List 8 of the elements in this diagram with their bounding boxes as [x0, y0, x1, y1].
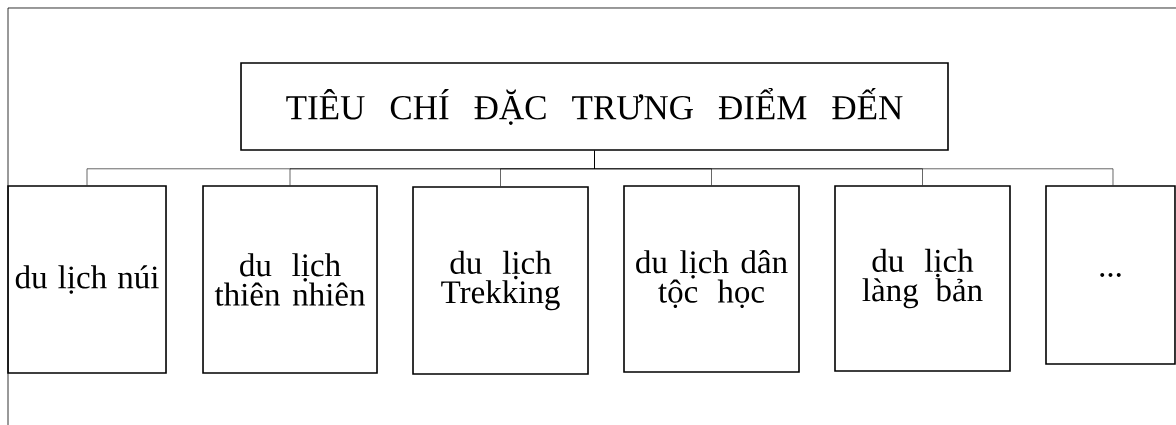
category-box: ... [1045, 185, 1176, 365]
category-box: du lịch dân tộc học [623, 185, 800, 373]
title-box: TIÊU CHÍ ĐẶC TRƯNG ĐIỂM ĐẾN [240, 62, 949, 151]
category-box: du lịch làng bản [834, 185, 1011, 372]
category-box: du lịch núi [7, 185, 167, 374]
category-box: du lịch thiên nhiên [202, 185, 378, 374]
connector [594, 150, 1114, 186]
category-box: du lịch Trekking [412, 186, 589, 375]
